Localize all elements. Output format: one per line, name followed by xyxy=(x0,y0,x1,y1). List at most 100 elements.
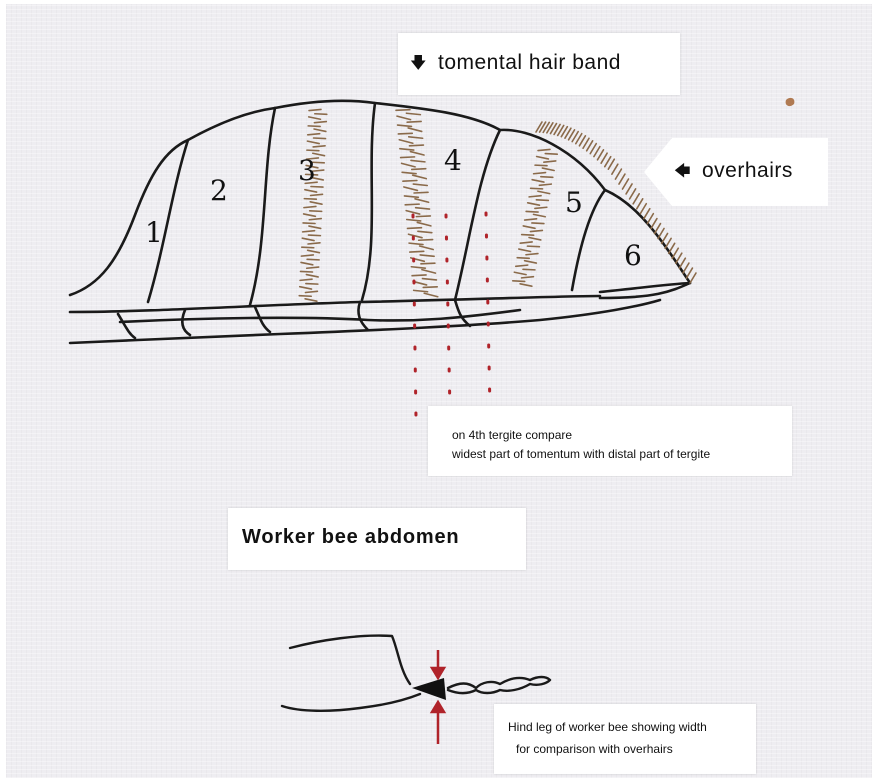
hair-stroke xyxy=(412,169,426,170)
hair-stroke xyxy=(525,261,537,263)
hair-stroke xyxy=(417,222,431,225)
sternite-plate-1 xyxy=(118,314,135,338)
hair-stroke xyxy=(423,287,437,288)
hair-stroke xyxy=(314,122,326,123)
hair-stroke xyxy=(304,214,316,216)
segment-number-4: 4 xyxy=(444,144,462,177)
hair-stroke xyxy=(303,223,315,224)
hair-stroke xyxy=(398,133,412,134)
hair-stroke xyxy=(421,263,435,264)
hair-stroke xyxy=(514,272,526,274)
hair-stroke xyxy=(419,240,433,241)
overhair-stroke xyxy=(662,233,668,243)
hair-stroke xyxy=(404,187,418,190)
hair-stroke xyxy=(299,296,311,297)
sternite-plate-2 xyxy=(182,310,190,335)
hair-stroke xyxy=(531,188,543,189)
hind-leg-drawing xyxy=(282,636,550,711)
hair-stroke xyxy=(308,134,320,135)
hair-stroke xyxy=(308,126,320,127)
hair-stroke xyxy=(309,226,321,228)
hair-stroke xyxy=(402,163,416,166)
tergite-3-4-boundary xyxy=(362,103,375,300)
overhair-stroke xyxy=(651,219,657,229)
abdomen-dorsal-outline xyxy=(70,101,690,295)
diagram-title: Worker bee abdomen xyxy=(242,526,459,549)
overhair-stroke xyxy=(672,248,678,258)
overhair-stroke xyxy=(633,194,639,204)
hair-stroke xyxy=(400,149,414,150)
hair-stroke xyxy=(396,110,410,111)
hair-stroke xyxy=(305,190,317,192)
hair-stroke xyxy=(542,168,554,170)
hair-stroke xyxy=(408,234,422,237)
hair-stroke xyxy=(399,140,413,143)
diagram-title-label: Worker bee abdomen xyxy=(228,508,526,570)
hair-stroke xyxy=(303,231,315,232)
overhair-stroke xyxy=(658,228,664,238)
overhair-stroke xyxy=(669,243,675,253)
overhair-stroke xyxy=(690,273,696,283)
tomental-hair-band-label: 🡇 tomental hair band xyxy=(398,33,680,95)
hair-stroke xyxy=(404,196,418,197)
hair-stroke xyxy=(302,238,314,240)
sternite-plate-4 xyxy=(358,302,368,330)
hair-stroke xyxy=(406,113,420,114)
hair-stroke xyxy=(304,199,316,200)
hair-stroke xyxy=(535,165,547,166)
overhair-stroke xyxy=(679,258,685,268)
hair-stroke xyxy=(306,284,318,285)
hair-stroke xyxy=(533,214,545,216)
tergite-5-hair-band xyxy=(513,149,557,286)
hind-leg-femur-lower xyxy=(282,694,420,711)
hair-stroke xyxy=(522,235,534,236)
hair-stroke xyxy=(305,299,317,301)
hair-stroke xyxy=(402,172,416,173)
hair-stroke xyxy=(422,270,436,273)
hair-stroke xyxy=(314,129,326,131)
hair-stroke xyxy=(314,138,326,139)
overhair-stroke xyxy=(683,263,689,273)
hair-stroke xyxy=(520,242,532,243)
hind-leg-tarsus xyxy=(448,677,550,693)
tergite-4-hair-band xyxy=(396,110,438,297)
tomental-hair-band-text: tomental hair band xyxy=(438,51,621,75)
compare-note-line-1: on 4th tergite compare xyxy=(452,428,572,442)
hair-stroke xyxy=(405,204,419,205)
hair-stroke xyxy=(520,284,532,286)
hair-stroke xyxy=(305,291,317,292)
hair-stroke xyxy=(309,109,321,110)
hair-stroke xyxy=(309,219,321,220)
hair-stroke xyxy=(544,161,556,162)
overhair-stroke xyxy=(686,268,692,278)
hair-stroke xyxy=(528,203,540,205)
hair-stroke xyxy=(408,128,422,131)
hair-stroke xyxy=(413,175,427,178)
hair-stroke xyxy=(309,117,321,119)
hair-stroke xyxy=(536,200,548,201)
guide-line-left xyxy=(413,215,416,418)
overhair-stroke xyxy=(615,169,621,179)
overhair-stroke xyxy=(640,204,646,214)
hair-stroke xyxy=(310,202,322,204)
hind-leg-joint-fill xyxy=(412,678,446,700)
hair-stroke xyxy=(407,228,421,229)
hair-stroke xyxy=(416,216,430,217)
hind-leg-note-line-2: for comparison with overhairs xyxy=(516,742,673,756)
hair-stroke xyxy=(304,206,316,207)
hair-stroke xyxy=(414,290,428,291)
hair-stroke xyxy=(398,125,412,126)
hair-stroke xyxy=(302,247,314,248)
hair-stroke xyxy=(415,199,429,202)
hair-stroke xyxy=(539,184,551,185)
guide-line-middle xyxy=(446,215,450,412)
hair-stroke xyxy=(409,145,423,146)
hair-stroke xyxy=(407,220,421,221)
hair-stroke xyxy=(420,246,434,249)
hair-stroke xyxy=(306,275,318,277)
overhair-stroke xyxy=(626,184,632,194)
hair-stroke xyxy=(414,192,428,193)
hair-stroke xyxy=(522,277,534,278)
hair-stroke xyxy=(409,137,423,138)
